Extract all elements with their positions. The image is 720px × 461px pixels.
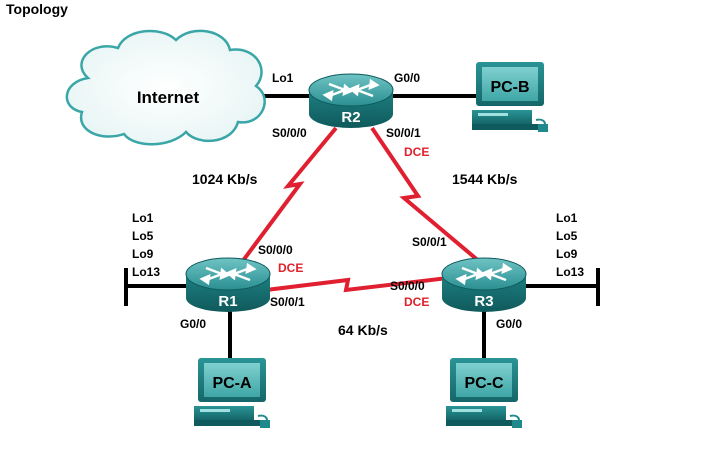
r1-g00-label: G0/0 [180,317,206,331]
r3-loopback-item: Lo9 [556,247,578,261]
r3-s000-label: S0/0/0 [390,279,425,293]
r2-s001-label: S0/0/1 [386,126,421,140]
router-arrows-icon [455,262,513,286]
r3-g00-label: G0/0 [496,317,522,331]
router-r2[interactable]: R2 [308,73,394,128]
router-r3[interactable]: R3 [441,257,527,312]
r3-loopback-item: Lo1 [556,211,578,225]
r3-loopback-list: Lo1 Lo5 Lo9 Lo13 [556,211,584,279]
r2-dce-label: DCE [404,145,429,159]
link-rate-r2-r3: 1544 Kb/s [452,171,518,187]
r2-g00-label: G0/0 [394,71,420,85]
router-label: R2 [341,109,360,126]
page-title: Topology [6,1,68,17]
r1-s001-label: S0/0/1 [270,295,305,309]
internet-cloud: Internet [65,29,266,146]
link-rate-r1-r2: 1024 Kb/s [192,171,258,187]
r1-loopback-item: Lo5 [132,229,154,243]
serial-link-r2-r3 [370,126,482,264]
pc-label: PC-A [212,375,252,392]
r1-loopback-item: Lo9 [132,247,154,261]
r3-loopback-item: Lo13 [556,265,584,279]
r3-dce-label: DCE [404,295,429,309]
router-arrows-icon [322,78,380,102]
pc-b[interactable]: PC-B [472,62,548,132]
cloud-label: Internet [137,88,200,107]
serial-links [240,126,482,293]
serial-link-r1-r3 [265,276,449,293]
router-r1[interactable]: R1 [185,257,271,312]
serial-link-r1-r2 [240,126,338,264]
router-arrows-icon [199,262,257,286]
r2-s000-label: S0/0/0 [272,126,307,140]
router-label: R3 [474,293,493,310]
r2-lo1-label: Lo1 [272,71,294,85]
r1-dce-label: DCE [278,261,303,275]
router-label: R1 [218,293,237,310]
r1-loopback-item: Lo1 [132,211,154,225]
r3-loopback-item: Lo5 [556,229,578,243]
r1-loopback-item: Lo13 [132,265,160,279]
pc-a[interactable]: PC-A [194,358,270,428]
link-rate-r1-r3: 64 Kb/s [338,322,388,338]
ethernet-links [124,94,600,362]
pc-c[interactable]: PC-C [446,358,522,428]
r1-loopback-list: Lo1 Lo5 Lo9 Lo13 [132,211,160,279]
pc-label: PC-B [490,79,529,96]
pc-label: PC-C [464,375,504,392]
r3-s001-label: S0/0/1 [412,235,447,249]
r1-s000-label: S0/0/0 [258,243,293,257]
